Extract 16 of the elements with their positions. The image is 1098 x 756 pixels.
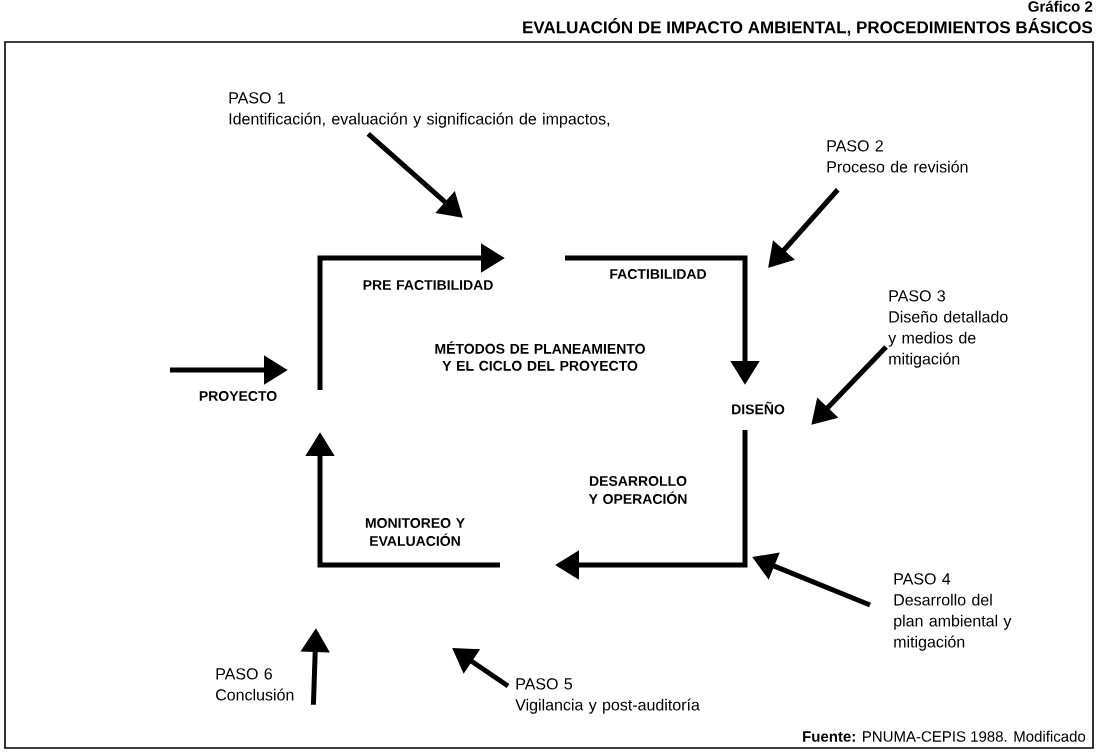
figure-number: Gráfico 2: [1028, 0, 1093, 12]
stage-label: FACTIBILIDAD: [610, 269, 707, 279]
step-note: PASO 6 Conclusión: [216, 668, 294, 701]
step-note: PASO 3 Diseño detallado y medios de mitigación: [888, 290, 1008, 368]
center-label: MÉTODOS DE PLANEAMIENTO Y EL CICLO DEL PROYECTO: [435, 341, 645, 371]
step-note: PASO 1 Identificación, evaluación y significación de impactos,: [229, 92, 610, 128]
stage-label: PRE FACTIBILIDAD: [363, 280, 493, 290]
step-note: PASO 2 Proceso de revisión: [827, 140, 968, 173]
step-note: PASO 5 Vigilancia y post-auditoría: [515, 678, 700, 714]
step-note: PASO 4 Desarrollo del plan ambiental y mitigación: [894, 573, 1012, 651]
stage-label: MONITOREO Y EVALUACIÓN: [365, 518, 465, 546]
source-note: Fuente: PNUMA-CEPIS 1988. Modificado: [803, 730, 1086, 742]
stage-label: PROYECTO: [199, 391, 277, 401]
stage-label: DESARROLLO Y OPERACIÓN: [588, 476, 687, 504]
stage-label: DISEÑO: [732, 401, 785, 415]
title: EVALUACIÓN DE IMPACTO AMBIENTAL, PROCEDIMIENTOS BÁSICOS: [523, 18, 1093, 36]
